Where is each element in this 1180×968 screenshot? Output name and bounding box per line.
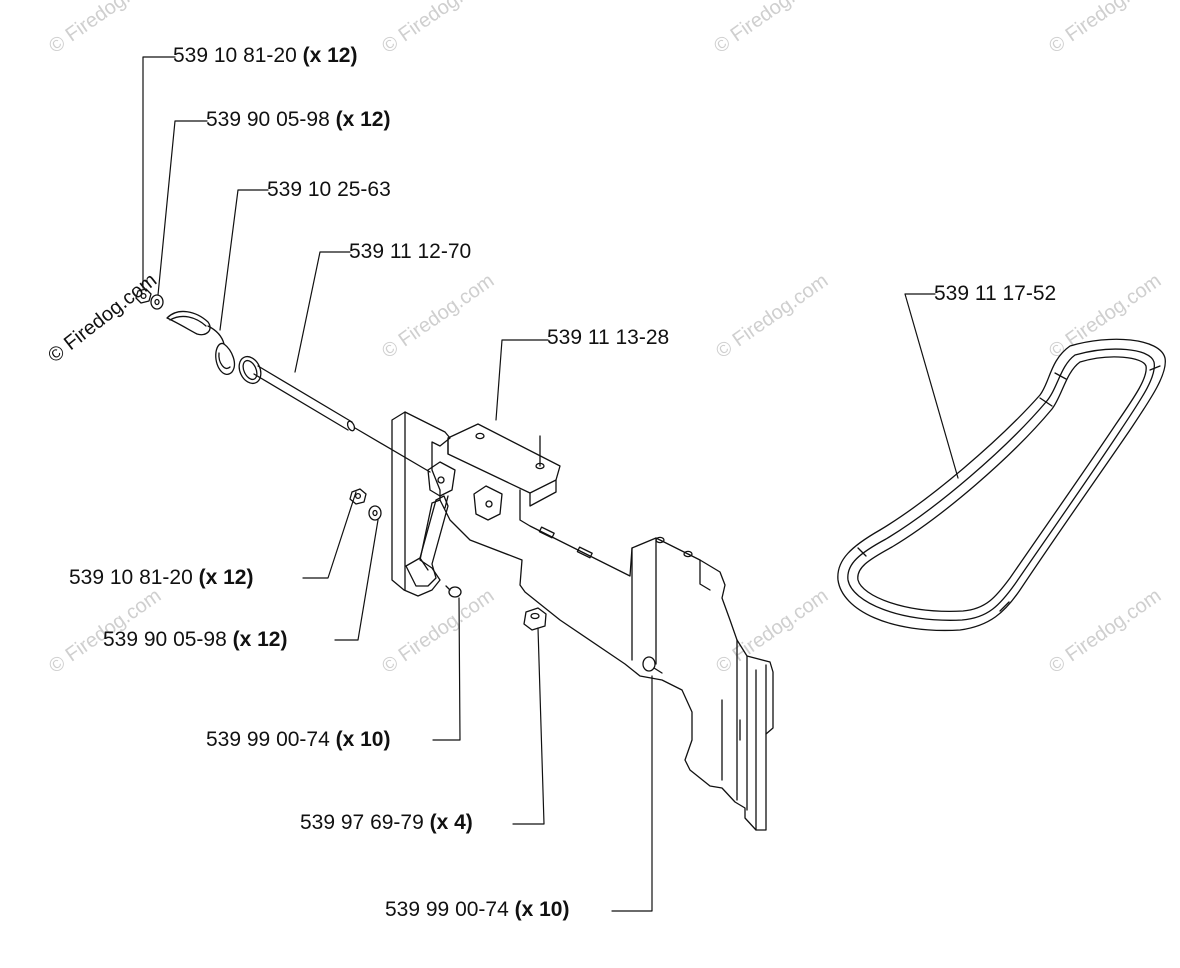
- callout-quantity: (x 10): [335, 728, 391, 751]
- callout-quantity: (x 10): [514, 898, 570, 921]
- nut-lower: [523, 607, 547, 631]
- washer-top: [150, 294, 164, 310]
- callout-part-number: 539 10 25-63: [267, 178, 391, 201]
- callout-part-number: 539 10 81-20: [69, 566, 193, 589]
- drive-belt: [837, 338, 1166, 632]
- callout-quantity: (x 12): [302, 44, 358, 67]
- lanyard-clip: [166, 310, 236, 375]
- callout-label: 539 90 05-98 (x 12): [206, 108, 390, 132]
- bolt-2: [642, 656, 663, 674]
- callout-part-number: 539 10 81-20: [173, 44, 297, 67]
- callout-quantity: (x 12): [198, 566, 254, 589]
- callout-label: 539 11 13-28: [547, 326, 669, 350]
- nut-mid: [349, 488, 367, 505]
- callout-part-number: 539 90 05-98: [206, 108, 330, 131]
- callout-quantity: (x 4): [429, 811, 473, 834]
- callout-label: 539 90 05-98 (x 12): [103, 628, 287, 652]
- callout-part-number: 539 11 12-70: [349, 240, 472, 263]
- callout-label: 539 10 81-20 (x 12): [173, 44, 357, 68]
- callout-label: 539 99 00-74 (x 10): [385, 898, 569, 922]
- main-bracket: [391, 411, 774, 831]
- callout-part-number: 539 99 00-74: [385, 898, 509, 921]
- callout-part-number: 539 90 05-98: [103, 628, 227, 651]
- callout-label: 539 10 25-63: [267, 178, 391, 202]
- callout-quantity: (x 12): [232, 628, 288, 651]
- callout-part-number: 539 97 69-79: [300, 811, 424, 834]
- callout-label: 539 11 17-52: [934, 282, 1056, 306]
- hitch-pin: [238, 355, 431, 473]
- callout-label: 539 97 69-79 (x 4): [300, 811, 473, 835]
- washer-mid: [368, 505, 382, 521]
- callout-part-number: 539 11 13-28: [547, 326, 670, 349]
- bolt-1: [445, 585, 462, 598]
- callout-part-number: 539 99 00-74: [206, 728, 330, 751]
- leader-lines: [142, 56, 959, 912]
- callout-quantity: (x 12): [335, 108, 391, 131]
- nut-top: [135, 288, 152, 304]
- callout-part-number: 539 11 17-52: [934, 282, 1057, 305]
- callout-label: 539 11 12-70: [349, 240, 471, 264]
- callout-label: 539 10 81-20 (x 12): [69, 566, 253, 590]
- callout-label: 539 99 00-74 (x 10): [206, 728, 390, 752]
